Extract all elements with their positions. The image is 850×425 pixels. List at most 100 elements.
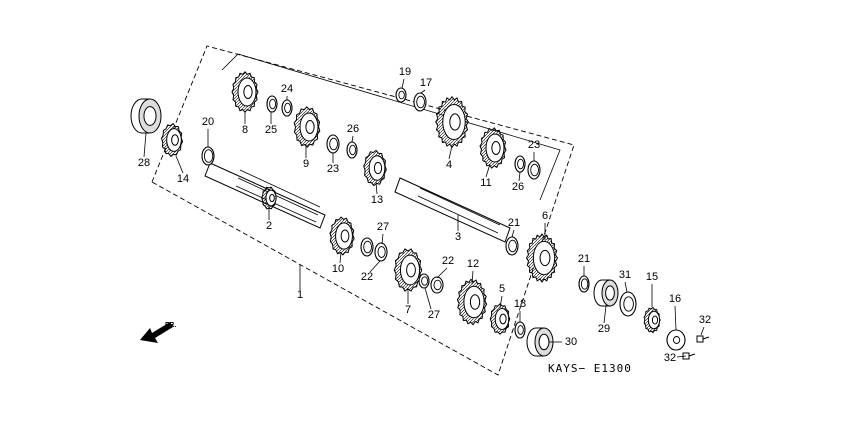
callout-leader	[175, 155, 184, 174]
gear-13	[363, 149, 387, 187]
callout-label: 12	[467, 258, 479, 270]
callout-label: 18	[514, 298, 526, 310]
callout-label: 32	[699, 314, 711, 326]
washer-27b	[418, 273, 430, 289]
callout-label: 21	[508, 217, 520, 229]
diagram-code: KAYS− E1300	[548, 362, 632, 375]
washer-21b	[578, 275, 590, 293]
callout-label: 32	[664, 352, 676, 364]
gear-8	[231, 71, 259, 113]
bearing-28	[130, 98, 162, 134]
callout-leader	[448, 145, 453, 160]
callout-label: 22	[361, 271, 373, 283]
callout-label: 19	[399, 66, 411, 78]
gear-5	[489, 303, 511, 335]
gear-12	[456, 278, 488, 326]
clip-26a	[346, 141, 358, 159]
bushing-24	[281, 99, 293, 117]
callout-label: 10	[332, 263, 344, 275]
callout-leader	[518, 171, 521, 182]
callout-label: 23	[327, 163, 339, 175]
gear-10	[329, 216, 355, 256]
washer-18	[514, 321, 526, 339]
gear-7	[393, 248, 423, 292]
front-direction-arrow: FR.	[140, 322, 176, 343]
callout-leader	[401, 78, 405, 89]
callout-label: 2	[266, 220, 272, 232]
callout-label: 20	[202, 116, 214, 128]
callout-label: 11	[480, 177, 491, 189]
bearing-29	[593, 279, 619, 307]
gear-6	[525, 233, 559, 283]
callout-label: 26	[347, 123, 359, 135]
direction-label: FR.	[165, 322, 176, 329]
countershaft-3	[394, 177, 511, 243]
washer-21a	[505, 236, 519, 256]
callout-leader	[499, 295, 503, 309]
callout-leader	[700, 326, 705, 336]
washer-23a	[326, 134, 340, 154]
washer-23b	[527, 160, 541, 180]
gear-4	[435, 95, 469, 149]
callout-label: 30	[565, 336, 577, 348]
callout-label: 23	[528, 139, 540, 151]
callout-label: 24	[281, 83, 293, 95]
bushing-22a	[374, 242, 388, 262]
callout-label: 16	[669, 293, 681, 305]
assembly-boundary-outer	[151, 45, 575, 376]
callout-leader	[485, 163, 491, 178]
callout-label: 25	[265, 124, 277, 136]
callout-leader	[471, 270, 474, 285]
callout-label: 14	[177, 173, 189, 185]
callout-label: 1	[297, 289, 303, 301]
plate-16	[666, 329, 686, 351]
callout-label: 7	[405, 304, 411, 316]
callout-leader	[436, 267, 448, 279]
callout-label: 3	[455, 231, 461, 243]
callout-label: 22	[442, 255, 454, 267]
gear-9	[293, 106, 321, 148]
bushing-22b	[430, 276, 444, 294]
callout-label: 31	[619, 269, 631, 281]
callout-leader	[369, 260, 381, 273]
callout-label: 9	[303, 158, 309, 170]
callout-label: 8	[242, 124, 248, 136]
bushing-17	[413, 92, 427, 112]
bolt-32a	[696, 335, 710, 343]
callout-leader	[375, 181, 378, 195]
callout-label: 26	[512, 181, 524, 193]
callout-label: 6	[542, 210, 548, 222]
callout-leader	[624, 281, 628, 293]
callout-leader	[420, 89, 426, 94]
seal-31	[619, 291, 637, 317]
callout-label: 5	[499, 283, 505, 295]
callout-leader	[511, 229, 515, 238]
bearing-30	[526, 327, 554, 357]
washer-27a	[360, 237, 374, 257]
washer-25	[266, 95, 278, 113]
callout-label: 27	[428, 309, 440, 321]
callout-label: 28	[138, 157, 150, 169]
callout-label: 27	[377, 221, 389, 233]
sprocket-15	[643, 306, 661, 334]
callout-label: 13	[371, 194, 383, 206]
callout-leader	[674, 305, 677, 331]
gear-14	[160, 122, 184, 158]
callout-label: 21	[578, 253, 590, 265]
washer-19	[395, 87, 407, 103]
gear-11	[479, 127, 507, 169]
callout-label: 17	[420, 77, 432, 89]
callout-leader	[143, 132, 147, 158]
callout-leader	[676, 355, 687, 358]
callout-label: 29	[598, 323, 610, 335]
callout-leader	[381, 233, 384, 245]
callout-leader	[603, 305, 607, 324]
gear-mainshaft-2	[261, 186, 277, 210]
callout-label: 15	[646, 271, 658, 283]
clip-26b	[514, 155, 526, 173]
washer-20	[201, 146, 215, 166]
callout-leader	[339, 251, 342, 264]
callout-label: 4	[446, 159, 452, 171]
